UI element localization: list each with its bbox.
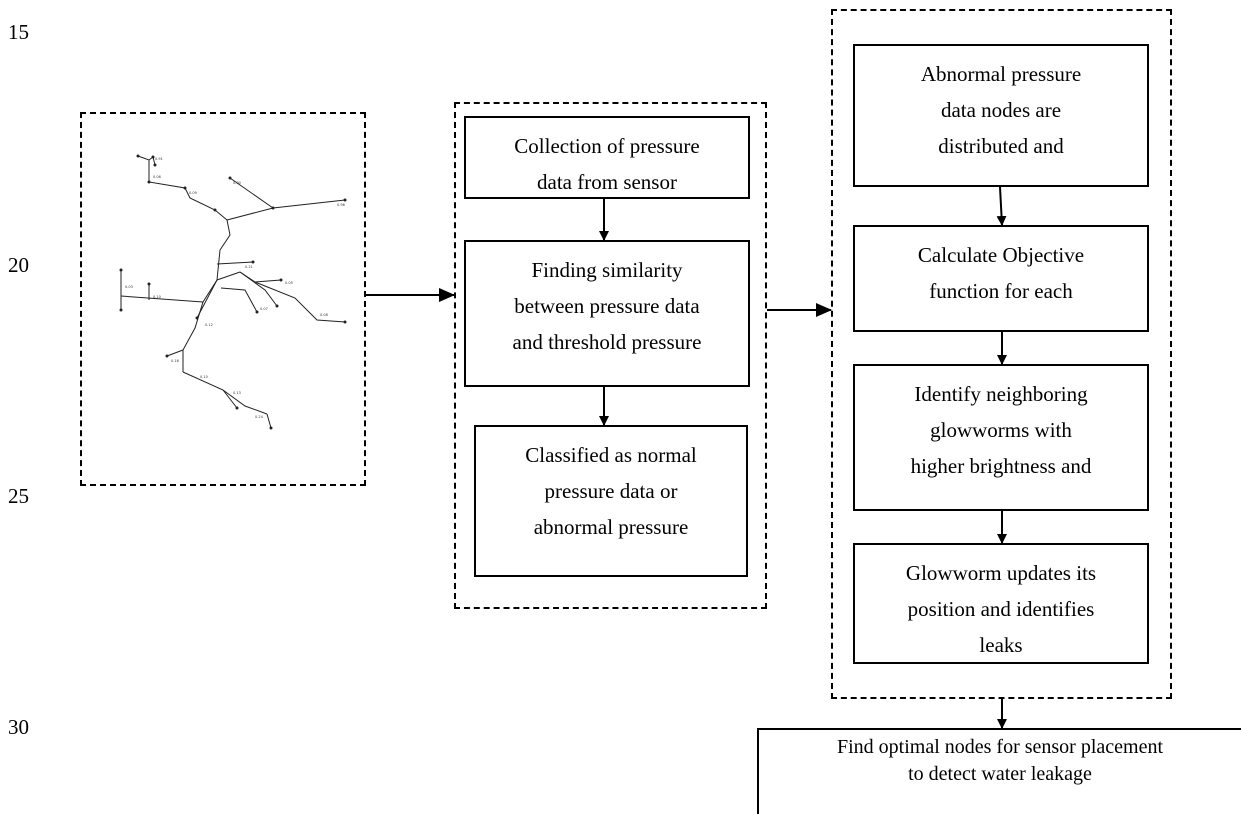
box-text-line: Identify neighboring [914,382,1088,406]
network-label: 0.10 [200,375,208,379]
box-text-line: abnormal pressure [533,515,689,539]
line-number-25: 25 [8,484,29,508]
line-number-20: 20 [8,253,29,277]
network-label: 0.12 [205,323,213,327]
network-pipe [220,287,258,313]
box-text-line: Collection of pressure [514,134,700,158]
box-text-line: position and identifies [907,597,1095,621]
abnormal-nodes-box: Abnormal pressure data nodes are distrib… [853,44,1149,187]
box-text-line: data from sensor [537,170,677,194]
box-text-line: Glowworm updates its [905,561,1097,585]
classification-box: Classified as normal pressure data or ab… [474,425,748,577]
objective-function-box: Calculate Objective function for each [853,225,1149,332]
network-pipe [166,349,184,357]
box-text-line: distributed and [938,134,1064,158]
optimal-nodes-box: Find optimal nodes for sensor placement … [757,728,1241,814]
box-text-line: glowworms with [930,418,1072,442]
network-pipe [196,279,218,319]
network-pipe [182,279,218,372]
network-label: 0.03 [125,285,133,289]
network-label: 0.24 [255,415,264,419]
network-pipe [266,413,272,429]
box-text-line: Abnormal pressure [920,62,1082,86]
box-text-line: leaks [979,633,1023,657]
box-text-line: pressure data or [544,479,678,503]
glowworm-algorithm-group [831,9,1172,699]
network-pipe [254,279,282,283]
arrow-down [996,186,1007,226]
network-label: 0.06 [153,175,161,179]
network-pipe [148,160,241,281]
box-text-line: Finding similarity [531,258,683,282]
network-label: 0.10 [153,295,161,299]
similarity-box: Finding similarity between pressure data… [464,240,750,387]
network-pipe [239,271,278,307]
box-text-line: function for each [929,279,1073,303]
network-label: 0.96 [337,203,345,207]
network-pipe [216,261,254,265]
network-label: 0.05 [285,281,293,285]
box-text-line: data nodes are [940,98,1062,122]
box-text-line: Calculate Objective [917,243,1085,267]
network-pipe [222,389,268,415]
network-label: 0.09 [189,191,197,195]
box-text-line: Classified as normal [525,443,697,467]
neighboring-glowworms-box: Identify neighboring glowworms with high… [853,364,1149,511]
water-network-diagram: 0.91 0.06 0.09 0.96 0.00 0.03 0.10 0.08 … [119,154,347,430]
network-pipe [120,295,204,303]
network-image-group [80,112,366,486]
network-label: 0.07 [260,307,268,311]
line-number-30: 30 [8,715,29,739]
network-label: 0.13 [233,391,241,395]
line-number-15: 15 [8,20,29,44]
box-text-line: between pressure data [514,294,700,318]
network-label: 0.16 [171,359,179,363]
box-text-line: higher brightness and [910,454,1092,478]
network-pipe [137,155,156,166]
glowworm-update-box: Glowworm updates its position and identi… [853,543,1149,664]
network-label: 0.08 [320,313,328,317]
network-label: 0.00 [233,181,241,185]
network-label: 0.21 [245,265,253,269]
network-label: 0.91 [155,157,163,161]
network-pipe [229,177,274,209]
box-text-line: to detect water leakage [908,763,1092,785]
collect-pressure-data-box: Collection of pressure data from sensor [464,116,750,199]
classification-group [454,102,767,609]
box-text-line: and threshold pressure [512,330,702,354]
box-text-line: Find optimal nodes for sensor placement [836,736,1164,758]
